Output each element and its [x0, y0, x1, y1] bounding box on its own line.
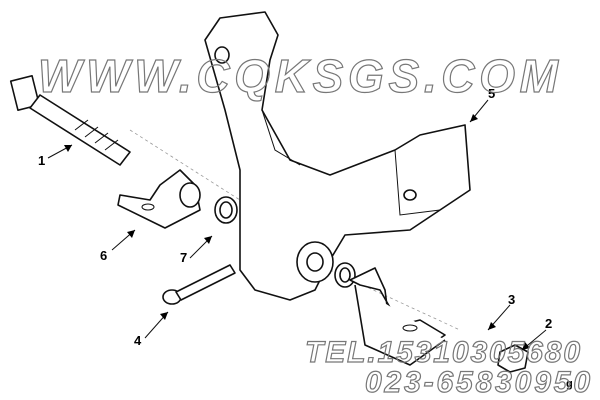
- washer: [334, 262, 356, 288]
- watermark-tel: TEL.15310305680: [305, 336, 580, 369]
- watermark-url: WWW.CQKSGS.COM: [38, 50, 560, 102]
- callout-6: 6: [100, 248, 107, 263]
- callout-2: 2: [545, 316, 552, 331]
- callout-1: 1: [38, 153, 45, 168]
- watermark-phone: 023-65830950: [365, 366, 590, 399]
- bracket-6: [117, 169, 201, 229]
- support-bracket: [204, 11, 471, 301]
- callout-7: 7: [180, 250, 187, 265]
- figure-code: g: [566, 378, 573, 390]
- leader-arrows: [47, 99, 547, 351]
- bracket-3: [349, 267, 446, 366]
- nut-2: [497, 344, 529, 373]
- washer-7: [214, 196, 238, 224]
- callout-4: 4: [134, 333, 142, 348]
- callout-3: 3: [508, 292, 515, 307]
- callout-5: 5: [488, 86, 495, 101]
- assembly-line: [129, 129, 241, 201]
- bolt-4: [162, 264, 236, 305]
- bolt-1: [9, 74, 131, 166]
